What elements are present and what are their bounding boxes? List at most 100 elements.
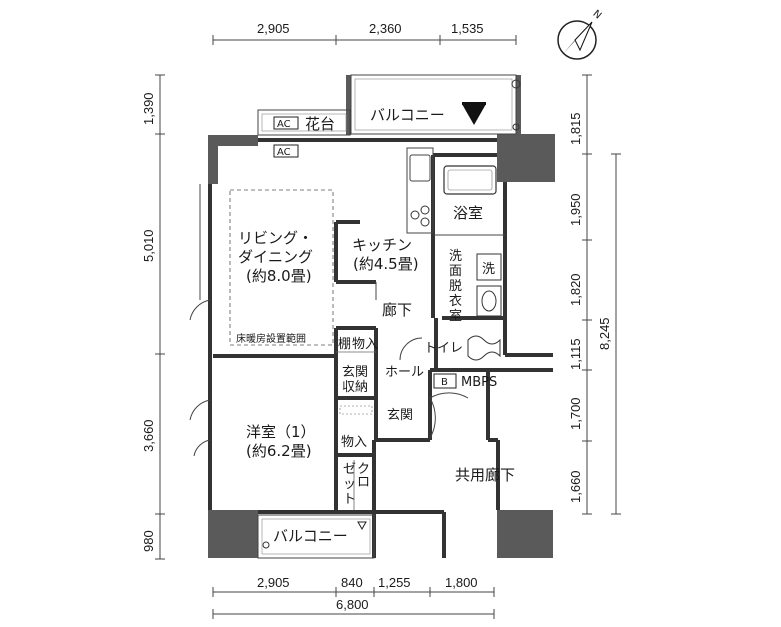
ac-mid-label: AC bbox=[277, 147, 291, 158]
dim-left-4: 980 bbox=[141, 530, 156, 552]
kitchen-label-1: キッチン bbox=[352, 236, 412, 254]
bathtub-icon bbox=[443, 165, 497, 195]
dim-bottom-2: 840 bbox=[341, 575, 363, 590]
drain-icon bbox=[512, 123, 520, 131]
stove-burner-icon bbox=[420, 205, 430, 215]
door-swing-left-3 bbox=[193, 439, 211, 457]
toilet-icon bbox=[467, 335, 501, 361]
washroom-char-5: 室 bbox=[449, 308, 462, 324]
dim-bottom-1: 2,905 bbox=[257, 575, 290, 590]
living-label-3: (約8.0畳) bbox=[246, 267, 312, 285]
top-dimensions: 2,905 2,360 1,535 bbox=[212, 21, 517, 45]
ac-top-label: AC bbox=[277, 119, 291, 130]
closet-char-2: ク bbox=[357, 462, 370, 477]
washbasin-icon bbox=[476, 285, 502, 317]
dim-right-1: 1,815 bbox=[568, 112, 583, 145]
washroom: 洗 面 脱 衣 室 洗 bbox=[449, 249, 502, 324]
dim-bottom-4: 1,800 bbox=[445, 575, 478, 590]
compass-circle bbox=[557, 20, 597, 60]
kitchen-counter bbox=[406, 147, 434, 234]
bath-label: 浴室 bbox=[453, 204, 483, 222]
washroom-char-2: 面 bbox=[449, 264, 462, 279]
kitchen-label-2: (約4.5畳) bbox=[353, 255, 419, 273]
entrance-storage-label-1: 玄関 bbox=[342, 365, 368, 380]
right-dimensions: 1,815 1,950 1,820 1,115 1,700 1,660 8,24… bbox=[568, 74, 621, 515]
flower-bed-area: AC 花台 AC bbox=[257, 109, 351, 158]
toilet-label: トイレ bbox=[424, 341, 463, 356]
door-swing-left-1 bbox=[189, 299, 211, 321]
washer-label: 洗 bbox=[482, 262, 495, 277]
main-walls bbox=[208, 138, 553, 558]
sink-icon bbox=[409, 154, 431, 182]
door-swing-left-2 bbox=[189, 399, 211, 421]
mbps-b-label: B bbox=[441, 377, 448, 388]
kitchen: キッチン (約4.5畳) bbox=[352, 147, 434, 300]
stove-burner-icon bbox=[410, 210, 420, 220]
hall-label: ホール bbox=[385, 365, 424, 380]
ac-unit-top bbox=[273, 116, 299, 130]
dim-right-3: 1,820 bbox=[568, 273, 583, 306]
balcony-bottom-label: バルコニー bbox=[273, 527, 348, 545]
entrance-area: 玄関 収納 玄関 B MBPS bbox=[339, 365, 497, 439]
closet-char-4: ト bbox=[343, 492, 356, 507]
compass-arrow-half-icon bbox=[574, 21, 593, 52]
dim-right-total: 8,245 bbox=[597, 317, 612, 350]
mbps-label: MBPS bbox=[461, 375, 497, 390]
floor-heating-label: 床暖房設置範囲 bbox=[236, 332, 306, 345]
washroom-char-3: 脱 bbox=[449, 279, 462, 294]
living-dining: リビング・ ダイニング (約8.0畳) 床暖房設置範囲 bbox=[189, 184, 334, 457]
basin-bowl-icon bbox=[481, 290, 497, 312]
closet-char-1: ゼ bbox=[343, 462, 356, 477]
dim-right-4: 1,115 bbox=[568, 338, 583, 370]
dim-bottom-total: 6,800 bbox=[336, 597, 369, 612]
floor-heating-area bbox=[229, 189, 334, 346]
dim-right-2: 1,950 bbox=[568, 193, 583, 226]
exterior-walls bbox=[208, 75, 555, 558]
closet-top-char: ロ bbox=[357, 475, 370, 490]
flower-bed-label: 花台 bbox=[305, 115, 335, 133]
shelf-label: 棚 bbox=[338, 337, 351, 352]
dim-right-5: 1,700 bbox=[568, 397, 583, 430]
stove-burner-icon bbox=[420, 217, 430, 227]
public-corridor: 共用廊下 bbox=[455, 466, 515, 484]
dim-left-3: 3,660 bbox=[141, 419, 156, 452]
bathroom: 浴室 bbox=[433, 165, 505, 236]
entrance-label: 玄関 bbox=[387, 408, 413, 423]
storage-upper-label: 物入 bbox=[352, 337, 378, 352]
bedroom: 洋室（1） (約6.2畳) 物入 ゼ ロ ク ッ ト bbox=[246, 423, 370, 510]
entrance-storage-label-2: 収納 bbox=[342, 380, 368, 395]
balcony-top-label: バルコニー bbox=[370, 106, 445, 124]
dim-bottom-3: 1,255 bbox=[378, 575, 411, 590]
living-label-2: ダイニング bbox=[238, 248, 313, 266]
drain-icon bbox=[511, 79, 521, 89]
corridor-label: 廊下 bbox=[382, 301, 412, 319]
left-dimensions: 1,390 5,010 3,660 980 bbox=[141, 74, 165, 560]
closet-char-3: ッ bbox=[343, 477, 356, 492]
mbps-box bbox=[433, 373, 457, 389]
storage-lower-label: 物入 bbox=[341, 435, 367, 450]
dim-left-2: 5,010 bbox=[141, 229, 156, 262]
dim-top-1: 2,905 bbox=[257, 21, 290, 36]
balcony-bottom: バルコニー bbox=[257, 514, 375, 559]
dim-left-1: 1,390 bbox=[141, 92, 156, 125]
entrance-door-swing bbox=[429, 392, 469, 399]
washroom-char-4: 衣 bbox=[449, 293, 462, 309]
public-corridor-label: 共用廊下 bbox=[455, 466, 515, 484]
dim-right-6: 1,660 bbox=[568, 470, 583, 503]
compass: N bbox=[557, 8, 603, 60]
window-marker-icon bbox=[462, 104, 486, 125]
bedroom-label-1: 洋室（1） bbox=[246, 423, 316, 441]
door-swing-hall bbox=[399, 337, 423, 361]
washer-space bbox=[476, 253, 502, 281]
bedroom-label-2: (約6.2畳) bbox=[246, 442, 312, 460]
balcony-top: バルコニー bbox=[350, 74, 521, 135]
washroom-char-1: 洗 bbox=[449, 249, 462, 264]
bottom-dimensions: 2,905 840 1,255 1,800 6,800 bbox=[212, 575, 495, 619]
dim-top-3: 1,535 bbox=[451, 21, 484, 36]
ac-unit-mid bbox=[273, 144, 299, 158]
compass-north-label: N bbox=[590, 8, 603, 21]
window-marker-small-icon bbox=[357, 521, 367, 531]
dim-top-2: 2,360 bbox=[369, 21, 402, 36]
drain-icon bbox=[262, 541, 270, 549]
